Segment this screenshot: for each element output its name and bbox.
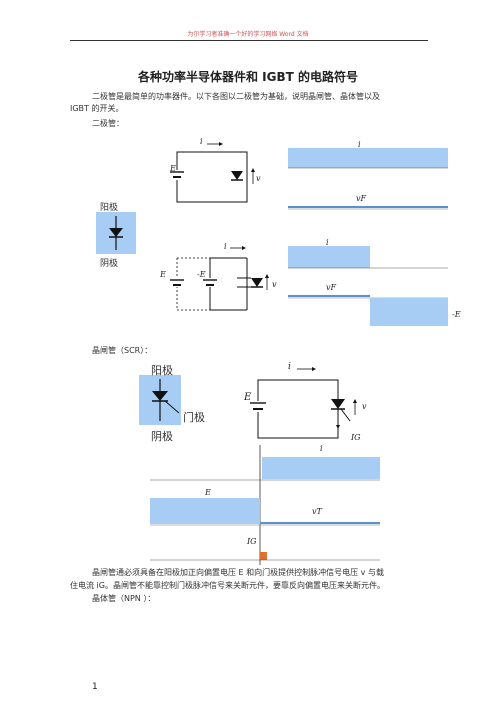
scr-circuit-ig-label: IG [351, 433, 361, 442]
circuit2-source-label: E [160, 270, 166, 279]
diode-cathode-label: 阴极 [100, 259, 119, 269]
diode-anode-label: 阳极 [100, 203, 119, 213]
scr-waveform-current-label: i [320, 444, 323, 453]
waveform2-current-label: i [326, 238, 329, 247]
intro-line-1: 二极管是最简单的功率器件。以下各图以二极管为基础，说明晶闸管、晶体管以及 [92, 92, 380, 101]
circuit1-voltage-label: v [256, 174, 261, 183]
page-number: 1 [92, 682, 98, 692]
section-scr: 晶闸管（SCR）： [92, 346, 153, 355]
waveform2-vf-label: vF [326, 283, 337, 292]
intro-line-2: IGBT 的开关。 [70, 104, 124, 113]
section-diode: 二极管： [92, 119, 124, 128]
circuit1-current-label: i [200, 137, 203, 146]
header-rule [70, 40, 428, 41]
diode-waveform-reverse [288, 246, 448, 326]
page-header: 为尔学习者准确一个好的学习网络 Word 文档 [187, 31, 309, 38]
scr-gate-label: 门极 [183, 411, 205, 424]
circuit2-current-label: i [224, 242, 227, 251]
diode-waveform-forward [288, 148, 448, 210]
section-npn: 晶体管（NPN ）： [92, 594, 156, 603]
waveform1-vf-label: vF [356, 194, 367, 203]
scr-circuit-source-label: E [244, 392, 252, 403]
scr-circuit-current-label: i [288, 362, 291, 372]
diode-circuit-reverse [170, 246, 269, 311]
scr-waveform-vt-label: vT [312, 507, 322, 516]
scr-anode-label: 阳极 [151, 364, 173, 377]
scr-waveform-source-label: E [205, 488, 211, 497]
scr-waveform [150, 445, 380, 565]
diode-symbol [96, 212, 136, 254]
scr-circuit [250, 367, 357, 439]
circuit2-voltage-label: v [272, 280, 277, 289]
circuit2-neg-source-label: -E [197, 270, 206, 279]
scr-circuit-voltage-label: v [362, 402, 367, 411]
scr-waveform-ig-label: IG [247, 537, 257, 546]
diode-circuit-forward [170, 142, 255, 203]
scr-symbol [139, 375, 181, 425]
scr-cathode-label: 阴极 [151, 430, 173, 443]
scr-text-line-1: 晶闸管通必须具备在阳极加正向偏置电压 E 和向门极提供控制脉冲信号电压 v 与载 [92, 568, 384, 577]
waveform2-neg-source-label: -E [452, 310, 461, 319]
waveform1-current-label: i [358, 140, 361, 149]
page-title: 各种功率半导体器件和 IGBT 的电路符号 [137, 70, 358, 84]
circuit1-source-label: E [170, 164, 176, 173]
scr-text-line-2: 住电流 iG。晶闸管不能靠控制门极脉冲信号来关断元件，要靠反向偏置电压来关断元件… [70, 581, 385, 590]
